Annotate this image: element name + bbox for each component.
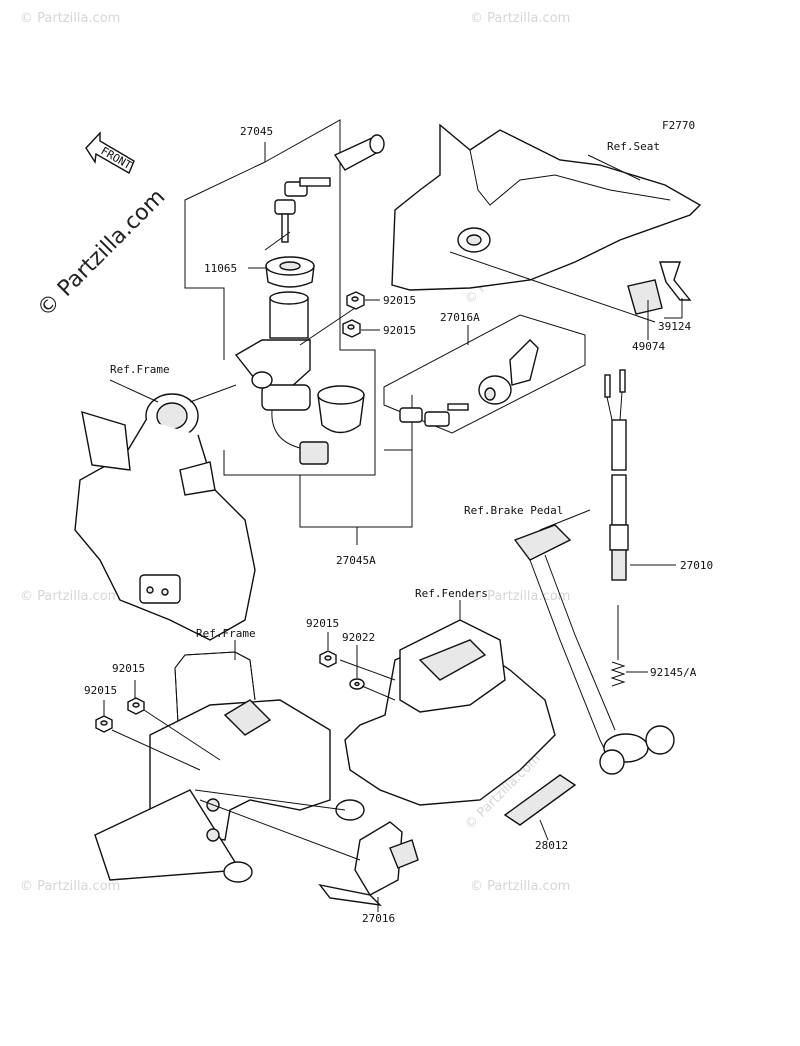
ref-frame-label: Ref.Frame [196, 627, 256, 640]
seat-damper-icon [627, 279, 663, 315]
watermark-text: © Partzilla.com [470, 11, 570, 26]
seat-lock-bracket-icon [199, 799, 419, 912]
seat-hook-icon [659, 261, 692, 301]
part-number-92015: 92015 [112, 662, 145, 675]
part-number-92145A: 92145/A [650, 666, 697, 679]
nut-icon [346, 291, 365, 310]
part-number-27010: 27010 [680, 559, 713, 572]
seat-icon [391, 123, 702, 291]
ignition-keys-icon [274, 177, 331, 243]
part-number-27045A: 27045A [336, 554, 376, 567]
part-number-27016A: 27016A [440, 311, 480, 324]
frame-bottom-icon [94, 640, 365, 883]
part-number-92015: 92015 [383, 294, 416, 307]
part-number-92015: 92015 [306, 617, 339, 630]
seat-lock-keys-icon [399, 403, 469, 427]
front-label: FRONT [99, 144, 135, 172]
ignition-group-bracket [184, 119, 413, 545]
washer-icon [349, 678, 365, 690]
fender-reflector-icon [503, 774, 577, 841]
part-number-27045: 27045 [240, 125, 273, 138]
watermark-text: © Partzilla.com [470, 879, 570, 894]
watermark-brand: © Partzilla.com [33, 185, 171, 323]
part-number-92015: 92015 [383, 324, 416, 337]
part-number-49074: 49074 [632, 340, 665, 353]
ref-frame-label: Ref.Frame [110, 363, 170, 376]
watermark-text: © Partzilla.com [20, 11, 120, 26]
brake-pedal-icon [513, 509, 675, 775]
front-arrow-icon: FRONT [85, 131, 135, 175]
ignition-cap-icon [265, 256, 315, 288]
part-number-92015: 92015 [84, 684, 117, 697]
spring-icon [610, 605, 648, 687]
ref-fenders-label: Ref.Fenders [415, 587, 488, 600]
figure-code: F2770 [662, 119, 695, 132]
ignition-switch-icon [234, 291, 329, 465]
fender-icon [344, 600, 556, 806]
key-cover-icon [333, 134, 385, 171]
frame-steering-head-icon [74, 379, 256, 641]
part-number-11065: 11065 [204, 262, 237, 275]
ref-brake-pedal-label: Ref.Brake Pedal [464, 504, 563, 517]
nut-icon [127, 697, 145, 715]
part-number-39124: 39124 [658, 320, 691, 333]
nut-icon [342, 319, 361, 338]
nut-icon [319, 650, 337, 668]
part-number-27016: 27016 [362, 912, 395, 925]
watermark-text: © Partzilla.com [20, 879, 120, 894]
watermark-text: © Partzilla.com [20, 589, 120, 604]
ref-seat-label: Ref.Seat [607, 140, 660, 153]
nut-icon [95, 715, 113, 733]
part-number-28012: 28012 [535, 839, 568, 852]
seat-lock-bracket [383, 314, 586, 434]
seat-lock-cylinder-icon [478, 339, 539, 405]
rubber-boot-icon [317, 385, 365, 434]
part-number-92022: 92022 [342, 631, 375, 644]
brake-switch-icon [604, 369, 676, 581]
